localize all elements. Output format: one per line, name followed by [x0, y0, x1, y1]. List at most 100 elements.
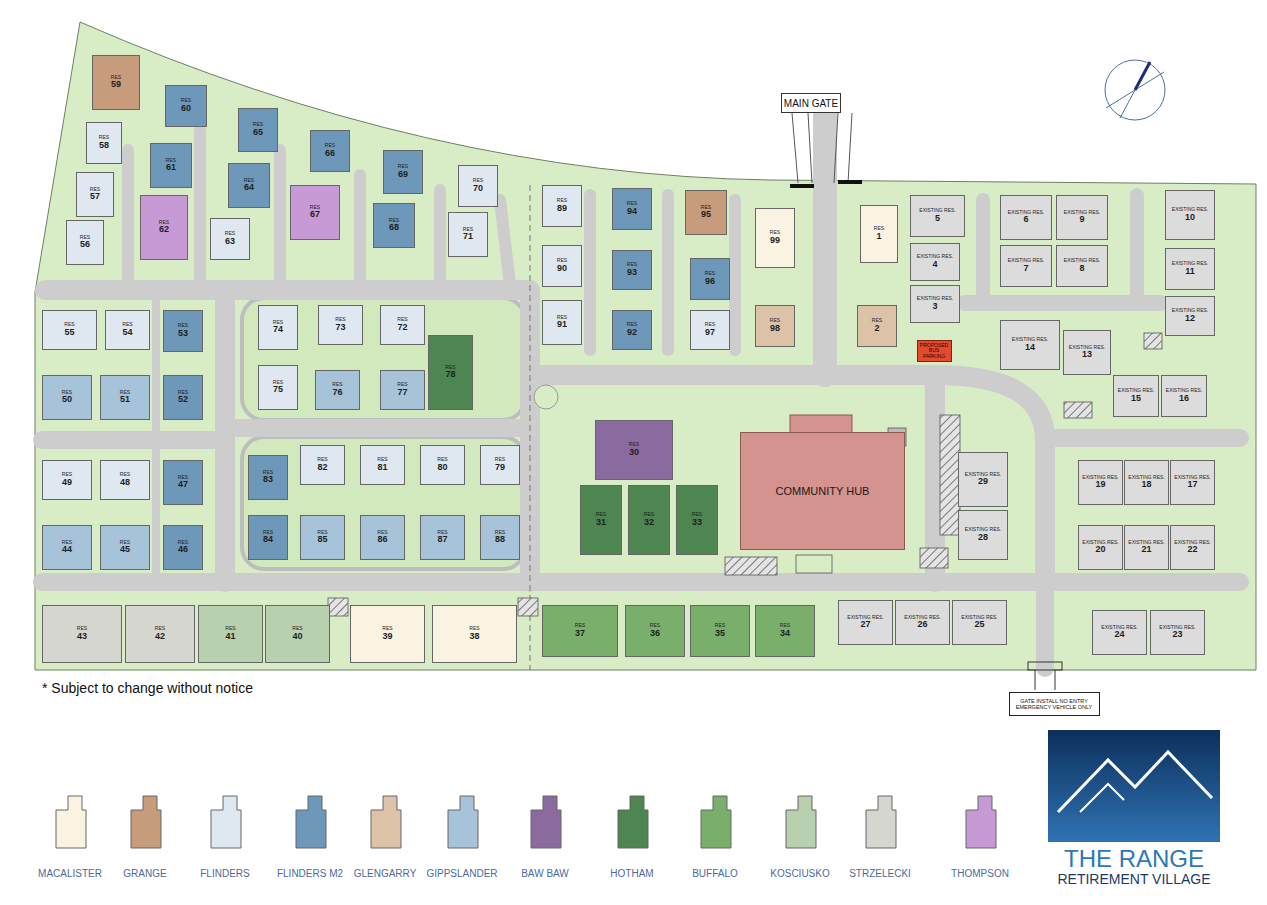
legend-swatch-box [523, 788, 567, 858]
residence-lot: EXISTING RES.13 [1063, 330, 1111, 375]
lot-number: 48 [120, 478, 130, 488]
lot-number: 74 [273, 325, 283, 335]
residence-lot: RES1 [860, 205, 898, 263]
residence-lot: EXISTING RES.16 [1161, 375, 1207, 417]
compass-ring [1105, 60, 1165, 120]
lot-number: 1 [876, 232, 881, 242]
legend-item: STRZELECKI [838, 788, 922, 879]
residence-lot: EXISTING RES.7 [1000, 245, 1052, 287]
disclaimer-note: * Subject to change without notice [42, 681, 362, 696]
logo-mountains [1080, 784, 1124, 812]
residence-lot: RES38 [432, 605, 517, 663]
lot-number: 44 [62, 545, 72, 555]
legend-item: THOMPSON [938, 788, 1022, 879]
gate-kerb [848, 113, 852, 183]
residence-lot: RES98 [755, 305, 795, 347]
lot-number: 97 [705, 328, 715, 338]
residence-lot: RES85 [300, 515, 345, 560]
residence-lot: EXISTING RES.21 [1124, 525, 1169, 570]
residence-lot: RES60 [165, 85, 207, 127]
residence-lot: RES37 [542, 605, 618, 657]
legend-swatch-box [48, 788, 92, 858]
place-label: PROPOSED BUS PARKING [918, 343, 951, 360]
lot-number: 28 [978, 533, 988, 543]
parking-bay [1144, 333, 1162, 349]
residence-lot: EXISTING RES.27 [838, 600, 893, 645]
residence-lot: RES77 [380, 370, 425, 410]
residence-lot: RES79 [480, 445, 520, 485]
legend-label: HOTHAM [610, 868, 653, 879]
legend-swatch-box [440, 788, 484, 858]
gate-kerb [792, 113, 798, 183]
residence-lot: RES36 [625, 605, 685, 657]
legend-item: MACALISTER [28, 788, 112, 879]
legend-item: GIPPSLANDER [420, 788, 504, 879]
lot-number: 25 [974, 620, 984, 630]
lot-number: 29 [978, 477, 988, 487]
residence-lot: EXISTING RES.18 [1124, 460, 1169, 505]
main-gate-works [792, 113, 852, 183]
legend-swatch [701, 796, 731, 848]
legend-swatch [296, 796, 326, 848]
block-loop [242, 437, 525, 569]
lot-number: 89 [557, 204, 567, 214]
driveway [122, 150, 134, 285]
boundary-dash [530, 185, 531, 670]
residence-lot: RES96 [690, 258, 730, 300]
legend-item: HOTHAM [590, 788, 674, 879]
lot-number: 41 [225, 632, 235, 642]
lot-number: 40 [292, 632, 302, 642]
driveway [500, 200, 510, 285]
residence-lot: RES90 [542, 245, 582, 287]
parking-bay [725, 557, 777, 575]
driveway [584, 195, 596, 350]
lot-number: 30 [629, 448, 639, 458]
residence-lot: EXISTING RES.23 [1150, 610, 1205, 655]
block-loop [242, 298, 525, 420]
lot-number: 70 [473, 184, 483, 194]
lot-number: 93 [627, 268, 637, 278]
legend-label: MACALISTER [38, 868, 102, 879]
residence-lot: RES58 [86, 122, 122, 164]
residence-lot: EXISTING RES.19 [1078, 460, 1123, 505]
residence-lot: RES73 [318, 305, 363, 345]
compass-needle [1135, 62, 1150, 90]
lot-number: 33 [692, 518, 702, 528]
legend-swatch [131, 796, 161, 848]
lot-number: 66 [325, 149, 335, 159]
road [42, 431, 225, 449]
legend-label: FLINDERS [200, 868, 249, 879]
road [976, 200, 990, 303]
gate-note: GATE INSTALL NO ENTRY EMERGENCY VEHICLE … [1009, 692, 1100, 716]
lot-number: 77 [397, 388, 407, 398]
driveway [274, 150, 286, 285]
lot-number: 14 [1025, 343, 1035, 353]
residence-lot: RES74 [258, 305, 298, 350]
driveway [662, 195, 674, 350]
lot-number: 42 [155, 632, 165, 642]
residence-lot: RES92 [612, 310, 652, 350]
lot-number: 8 [1079, 264, 1084, 274]
legend-item: FLINDERS [183, 788, 267, 879]
lot-number: 90 [557, 264, 567, 274]
legend-label: THOMPSON [951, 868, 1009, 879]
residence-lot: RES42 [125, 605, 195, 663]
legend-swatch [531, 796, 561, 848]
residence-lot: RES86 [360, 515, 405, 560]
lot-number: 54 [122, 328, 132, 338]
residence-lot: RES99 [755, 208, 795, 268]
residence-lot: RES97 [690, 310, 730, 350]
lot-number: 11 [1185, 267, 1195, 277]
residence-lot: RES72 [380, 305, 425, 345]
residence-lot: RES80 [420, 445, 465, 485]
lot-number: 3 [932, 302, 937, 312]
legend-swatch [618, 796, 648, 848]
residence-lot: RES35 [690, 605, 750, 657]
residence-lot: RES46 [163, 525, 203, 570]
driveway [434, 190, 446, 285]
legend-swatch-box [610, 788, 654, 858]
residence-lot: RES76 [315, 370, 360, 410]
lot-number: 39 [382, 632, 392, 642]
emergency-gate [1028, 662, 1062, 670]
